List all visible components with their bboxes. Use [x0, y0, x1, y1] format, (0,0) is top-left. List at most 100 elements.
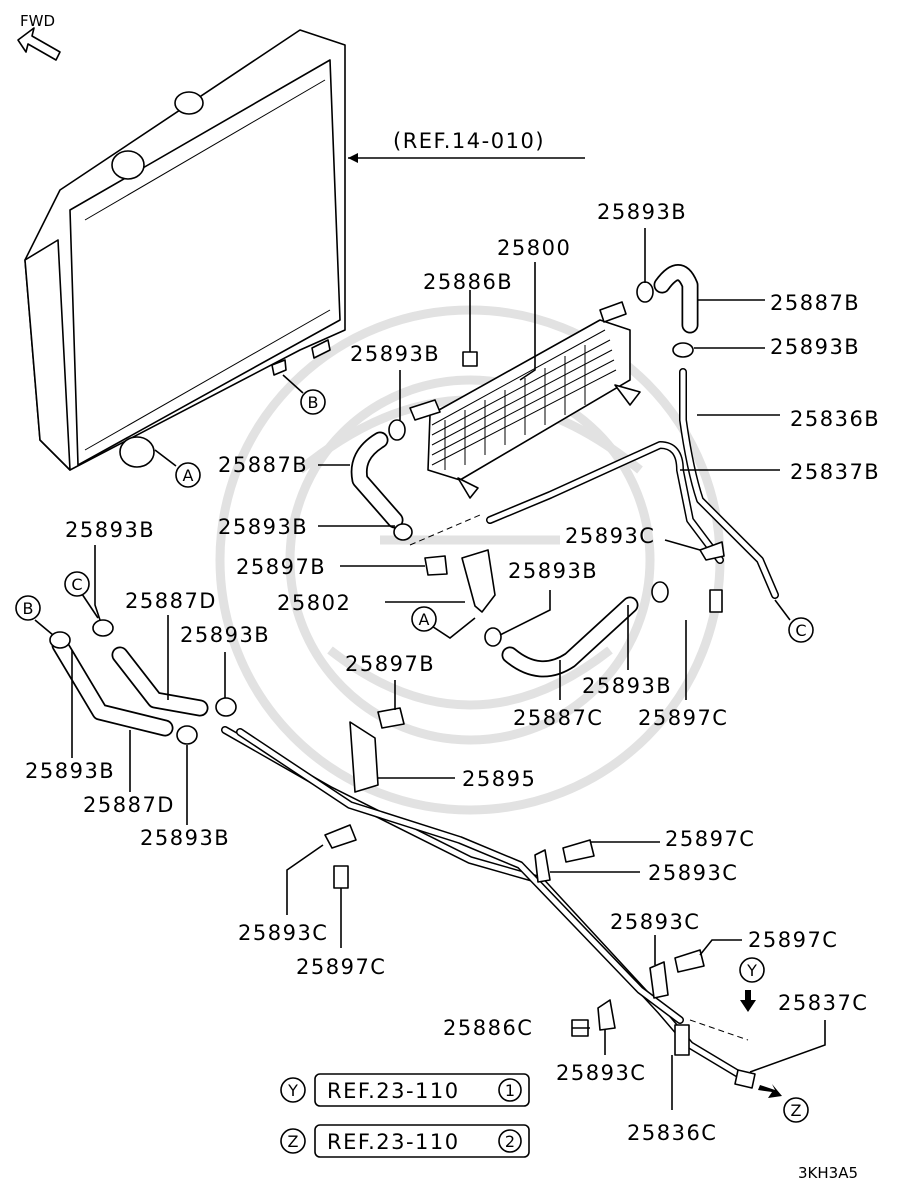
- label-c25886c: 25886C: [443, 1016, 533, 1040]
- label-c25802: 25802: [277, 591, 351, 615]
- label-z: Z: [791, 1101, 802, 1120]
- callout-labels: 25800 25886B 25893B 25887B 25893B 25836B…: [25, 200, 880, 1145]
- label-y-letter: Y: [287, 1081, 298, 1100]
- bolt-25886B: [462, 290, 478, 367]
- hose-25887D-top: [111, 646, 209, 717]
- pipe-25836B: [679, 368, 779, 599]
- label-c25897b-a: 25897B: [236, 555, 326, 579]
- oil-cooler: [409, 301, 641, 499]
- label-c25897c-3: 25897C: [748, 928, 838, 952]
- clamp-25893B-hose: [484, 627, 502, 647]
- label-c25897b-b: 25897B: [345, 652, 435, 676]
- clamp-25893B-top: [636, 281, 654, 303]
- label-b: B: [308, 393, 319, 412]
- label-c25887d-top: 25887D: [125, 589, 217, 613]
- clamp-25893B-mid: [388, 419, 406, 441]
- label-c25887b-left: 25887B: [218, 453, 308, 477]
- label-c25897c-1: 25897C: [665, 827, 755, 851]
- arrow-up-icon: [740, 990, 756, 1012]
- bolt-25897C-r: [709, 589, 723, 613]
- hidden-line: [409, 514, 481, 546]
- bolt-25897C-3: [674, 949, 705, 973]
- label-c25893b-l: 25893B: [25, 759, 115, 783]
- marker-B-1: B: [282, 374, 326, 415]
- clip-25893C-3: [649, 961, 669, 999]
- label-c25893b-mid: 25893B: [350, 342, 440, 366]
- hose-25887D-bottom: [51, 636, 174, 737]
- hose-25887B-right: [653, 264, 699, 334]
- label-c25893c-1: 25893C: [648, 861, 738, 885]
- hose-25887C: [501, 596, 639, 678]
- label-y: Y: [746, 961, 757, 980]
- marker-C-2: C: [64, 571, 99, 619]
- label-z-letter: Z: [288, 1132, 299, 1151]
- clip-25893C-4: [597, 999, 616, 1031]
- label-c25893b-tl2: 25893B: [180, 623, 270, 647]
- label-c25837b: 25837B: [790, 460, 880, 484]
- label-c25893b-bot: 25893B: [140, 826, 230, 850]
- fitting-25836C: [674, 1024, 690, 1056]
- label-c25897c-2: 25897C: [296, 955, 386, 979]
- clamp-25893B-c: [651, 581, 669, 603]
- radiator-ref-label: (REF.14-010): [393, 129, 545, 153]
- radiator: [24, 29, 346, 471]
- fitting-25837C: [734, 1069, 756, 1089]
- label-c25893b-left: 25893B: [218, 515, 308, 539]
- label-y-text: REF.23-110: [327, 1079, 460, 1103]
- label-c25800: 25800: [497, 236, 571, 260]
- label-c: C: [795, 621, 806, 640]
- label-y-num: 1: [505, 1081, 515, 1100]
- label-c25886b: 25886B: [423, 270, 513, 294]
- label-c25893c-4: 25893C: [556, 1061, 646, 1085]
- ref-arrow-head: [348, 153, 358, 163]
- label-c25893b-tl: 25893B: [65, 518, 155, 542]
- clip-25893C-1: [324, 824, 357, 849]
- clamp-25893B-tl2: [215, 697, 237, 717]
- label-c25837c: 25837C: [778, 991, 868, 1015]
- label-c25893b-hose: 25893B: [508, 559, 598, 583]
- marker-B-2: B: [15, 595, 54, 636]
- fwd-label: FWD: [20, 12, 55, 30]
- bolt-25897C-1: [333, 865, 349, 889]
- label-b: B: [23, 599, 34, 618]
- label-c25893c-2: 25893C: [238, 921, 328, 945]
- ref-box-Z: Z REF.23-110 2: [280, 1124, 530, 1158]
- arrow-down-right-icon: [758, 1084, 782, 1098]
- label-c25887c: 25887C: [513, 706, 603, 730]
- label-c25893b-c: 25893B: [582, 674, 672, 698]
- label-c25893b-top: 25893B: [597, 200, 687, 224]
- label-z-text: REF.23-110: [327, 1130, 460, 1154]
- diagram-code: 3KH3A5: [798, 1164, 858, 1182]
- clamp-25893B-right: [672, 342, 694, 358]
- bolt-25897B-b: [377, 707, 405, 729]
- label-z-num: 2: [505, 1132, 515, 1151]
- leader-lines: [71, 228, 826, 1110]
- fwd-arrow: FWD: [17, 12, 61, 61]
- label-c: C: [71, 575, 82, 594]
- label-c25887d-bot: 25887D: [83, 793, 175, 817]
- label-c25893b-right: 25893B: [770, 335, 860, 359]
- bolt-25897C-2: [562, 839, 595, 863]
- bracket-25802: [461, 549, 496, 613]
- label-c25887b-right: 25887B: [770, 291, 860, 315]
- hose-25887B-left: [350, 431, 404, 529]
- label-c25836c: 25836C: [627, 1121, 717, 1145]
- clip-25893C-mid: [699, 541, 725, 561]
- label-c25893c-3: 25893C: [610, 910, 700, 934]
- bolt-25897B-a: [424, 555, 448, 576]
- clamp-25893B-l: [49, 631, 71, 649]
- clip-25893C-2: [534, 849, 551, 883]
- marker-Z-1: Z: [783, 1097, 809, 1123]
- bracket-25895: [349, 721, 379, 793]
- label-c25897c-r: 25897C: [638, 706, 728, 730]
- ref-box-Y: Y REF.23-110 1: [280, 1073, 530, 1107]
- clamp-25893B-tl: [92, 619, 114, 637]
- label-c25836b: 25836B: [790, 407, 880, 431]
- label-a: A: [419, 610, 430, 629]
- label-c25895: 25895: [462, 767, 536, 791]
- clamp-25893B-bot: [176, 725, 198, 745]
- clamp-25893B-left: [393, 523, 413, 541]
- label-c25893c-mid: 25893C: [565, 524, 655, 548]
- marker-C-1: C: [774, 599, 814, 643]
